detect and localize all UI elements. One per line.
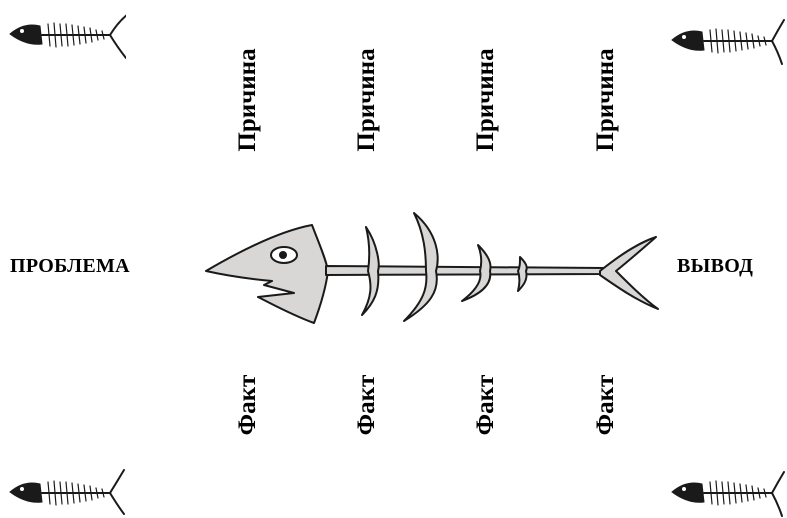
fact-label: Факт — [234, 375, 262, 436]
fish-skeleton-icon — [668, 16, 787, 66]
cause-label: Причина — [234, 48, 262, 151]
cause-label: Причина — [592, 48, 620, 151]
fish-head — [206, 225, 328, 323]
fish-pupil — [279, 251, 287, 259]
problem-label: ПРОБЛЕМА — [10, 255, 130, 278]
main-fish-skeleton-icon — [200, 205, 665, 330]
fact-label: Факт — [472, 375, 500, 436]
fish-tail — [600, 237, 658, 309]
conclusion-label: ВЫВОД — [677, 255, 753, 278]
fact-label: Факт — [592, 375, 620, 436]
fact-label: Факт — [353, 375, 381, 436]
fish-skeleton-icon — [668, 468, 787, 518]
cause-label: Причина — [353, 48, 381, 151]
cause-label: Причина — [472, 48, 500, 151]
fish-skeleton-icon — [6, 10, 126, 60]
fish-skeleton-icon — [6, 468, 126, 518]
fish-rib — [518, 257, 527, 291]
